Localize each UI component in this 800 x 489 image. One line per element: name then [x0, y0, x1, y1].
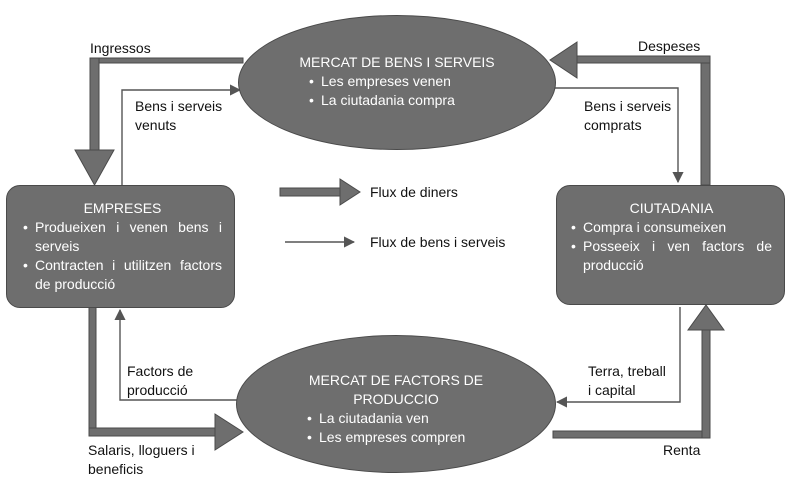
goods-market-node: MERCAT DE BENS I SERVEIS Les empreses ve…	[238, 15, 556, 150]
goods-bought-label-line2: comprats	[584, 117, 642, 133]
goods-bought-arrow	[555, 87, 684, 184]
households-item-2: Posseeix i ven factors de producció	[571, 237, 772, 275]
income-money-arrow	[74, 57, 244, 187]
factor-market-item-2: Les empreses compren	[307, 428, 555, 447]
land-label-line2: i capital	[588, 382, 636, 398]
legend-goods-label: Flux de bens i serveis	[370, 234, 506, 250]
spending-money-arrow	[549, 41, 711, 186]
goods-market-item-2: La ciutadania compra	[309, 91, 555, 110]
factor-market-title-line2: PRODUCCIO	[353, 391, 439, 407]
firms-title: EMPRESES	[83, 200, 162, 216]
goods-bought-label-line1: Bens i serveis	[584, 98, 672, 114]
factors-arrow	[114, 308, 240, 401]
factor-market-node: MERCAT DE FACTORS DE PRODUCCIO La ciutad…	[236, 335, 556, 473]
goods-market-title: MERCAT DE BENS I SERVEIS	[299, 54, 495, 70]
factors-label-line1: Factors de	[127, 363, 194, 379]
wages-label-line1: Salaris, lloguers i	[88, 442, 195, 458]
legend-money-arrow	[279, 178, 361, 206]
firms-item-1: Produeixen i venen bens i serveis	[23, 218, 222, 256]
spending-label: Despeses	[638, 38, 701, 54]
land-label-line1: Terra, treball	[588, 363, 666, 379]
land-labor-capital-arrow	[555, 307, 681, 408]
goods-sold-label-line1: Bens i serveis	[135, 98, 223, 114]
wages-label-line2: beneficis	[88, 461, 144, 477]
factors-label-line2: producció	[127, 382, 188, 398]
firms-item-2: Contracten i utilitzen factors de produc…	[23, 256, 222, 294]
households-item-1: Compra i consumeixen	[571, 218, 772, 237]
goods-sold-label-line2: venuts	[135, 117, 177, 133]
rent-label: Renta	[663, 442, 701, 458]
goods-market-item-1: Les empreses venen	[309, 72, 555, 91]
legend-money-label: Flux de diners	[370, 184, 458, 200]
factor-market-title-line1: MERCAT DE FACTORS DE	[308, 372, 484, 388]
households-node: CIUTADANIA Compra i consumeixen Posseeix…	[556, 185, 785, 305]
income-label: Ingressos	[90, 40, 151, 56]
goods-sold-arrow	[121, 84, 242, 185]
households-title: CIUTADANIA	[629, 200, 714, 216]
factor-market-item-1: La ciutadania ven	[307, 409, 555, 428]
firms-node: EMPRESES Produeixen i venen bens i serve…	[6, 185, 235, 308]
